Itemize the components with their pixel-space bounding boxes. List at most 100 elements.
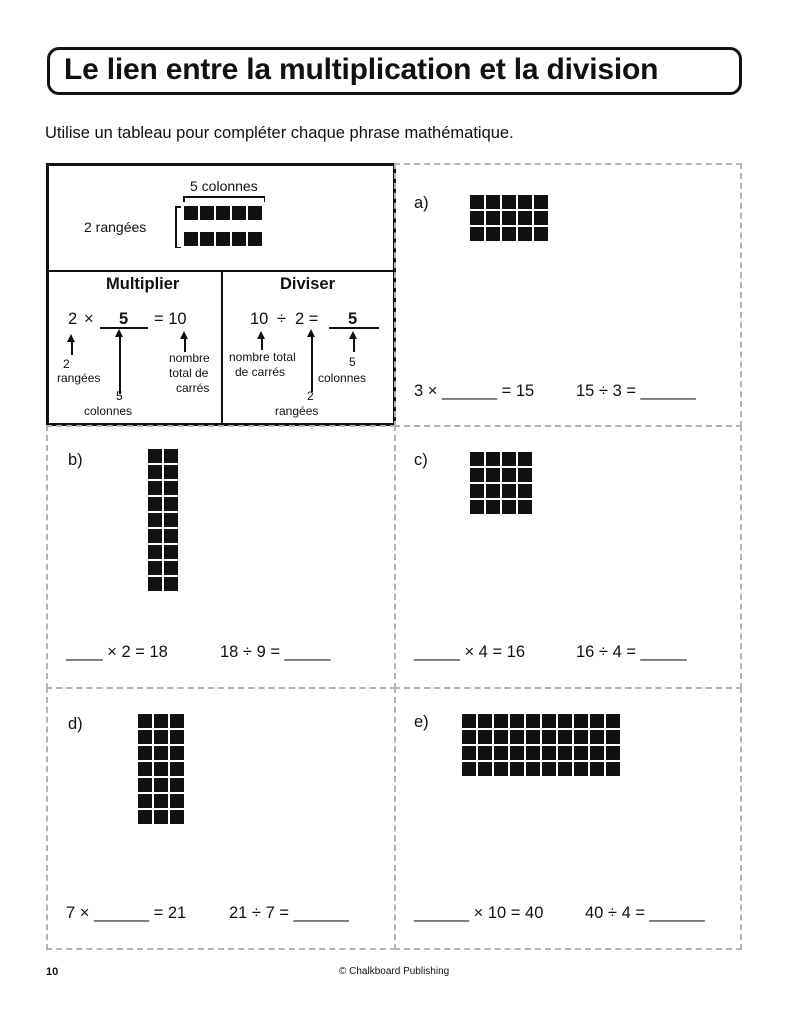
problem-b-mult: ____ × 2 = 18: [66, 643, 168, 661]
array-square: [138, 730, 152, 744]
array-square: [518, 500, 532, 514]
array-square: [170, 762, 184, 776]
array-square: [502, 484, 516, 498]
div-rows-word: rangées: [275, 404, 319, 418]
array-square: [606, 730, 620, 744]
divide-header: Diviser: [280, 275, 336, 293]
array-square: [558, 714, 572, 728]
array-square: [164, 545, 178, 559]
mult-total-3: carrés: [176, 381, 210, 395]
array-square: [148, 529, 162, 543]
array-square: [494, 714, 508, 728]
array-square: [558, 746, 572, 760]
array-square: [248, 232, 262, 246]
array-square: [248, 206, 262, 220]
array-square: [462, 730, 476, 744]
array-square: [184, 206, 198, 220]
mult-total-1: nombre: [169, 351, 210, 365]
array-square: [510, 746, 524, 760]
arrow-mult-total: [181, 331, 187, 352]
array-square: [574, 746, 588, 760]
array-square: [148, 513, 162, 527]
array-square: [138, 762, 152, 776]
array-square: [148, 465, 162, 479]
array-square: [154, 746, 168, 760]
arrow-div-total: [258, 331, 264, 350]
array-square: [486, 452, 500, 466]
array-square: [518, 211, 532, 225]
array-square: [518, 484, 532, 498]
array-square: [606, 746, 620, 760]
problem-a-label: a): [414, 194, 429, 212]
array-square: [138, 746, 152, 760]
problem-e-array: [462, 714, 620, 776]
array-square: [542, 746, 556, 760]
array-square: [526, 762, 540, 776]
array-square: [154, 714, 168, 728]
array-square: [216, 232, 230, 246]
array-square: [494, 746, 508, 760]
array-square: [478, 730, 492, 744]
array-square: [534, 211, 548, 225]
array-square: [518, 227, 532, 241]
problem-d-mult: 7 × ______ = 21: [66, 904, 187, 922]
array-square: [170, 746, 184, 760]
array-square: [148, 497, 162, 511]
array-square: [232, 232, 246, 246]
array-square: [558, 730, 572, 744]
arrow-mult-rows: [68, 334, 74, 355]
array-square: [164, 465, 178, 479]
array-square: [534, 227, 548, 241]
div-divisor: 2 =: [295, 310, 319, 328]
mult-operator: ×: [84, 310, 94, 328]
array-square: [462, 714, 476, 728]
mult-answer-line: [100, 327, 148, 329]
problem-e-mult: ______ × 10 = 40: [414, 904, 544, 922]
array-square: [164, 481, 178, 495]
mult-rows-word: rangées: [57, 371, 101, 385]
array-square: [148, 561, 162, 575]
problem-b-array: [148, 449, 178, 591]
array-square: [470, 500, 484, 514]
problem-a-div: 15 ÷ 3 = ______: [576, 382, 696, 400]
array-square: [558, 762, 572, 776]
array-square: [470, 452, 484, 466]
array-square: [154, 794, 168, 808]
array-square: [510, 730, 524, 744]
array-square: [526, 730, 540, 744]
array-square: [478, 762, 492, 776]
div-operator: ÷: [277, 310, 287, 328]
example-divider: [221, 270, 223, 423]
example-panel: 5 colonnes 2 rangées Multiplier 2 × 5 = …: [46, 163, 396, 426]
array-square: [486, 227, 500, 241]
arrow-div-cols: [350, 331, 356, 352]
array-square: [216, 206, 230, 220]
array-square: [138, 778, 152, 792]
problem-e-label: e): [414, 713, 429, 731]
array-square: [170, 730, 184, 744]
arrow-div-rows: [308, 329, 314, 392]
array-square: [478, 714, 492, 728]
mult-factor-a: 2: [68, 310, 78, 328]
problem-b-div: 18 ÷ 9 = _____: [220, 643, 331, 661]
problem-d-label: d): [68, 715, 83, 733]
div-cols-num: 5: [349, 355, 356, 369]
mult-cols-word: colonnes: [84, 404, 133, 418]
array-square: [470, 195, 484, 209]
array-square: [494, 762, 508, 776]
array-square: [510, 762, 524, 776]
array-square: [502, 452, 516, 466]
array-square: [502, 500, 516, 514]
array-square: [154, 810, 168, 824]
array-square: [184, 232, 198, 246]
columns-bracket: [183, 196, 265, 201]
array-square: [154, 762, 168, 776]
mult-total-2: total de: [169, 366, 209, 380]
array-square: [486, 211, 500, 225]
rows-label: 2 rangées: [84, 219, 147, 235]
example-array-section: 5 colonnes 2 rangées: [49, 166, 393, 272]
array-square: [502, 211, 516, 225]
array-square: [502, 195, 516, 209]
problem-b-label: b): [68, 451, 83, 469]
multiply-header: Multiplier: [106, 275, 180, 293]
